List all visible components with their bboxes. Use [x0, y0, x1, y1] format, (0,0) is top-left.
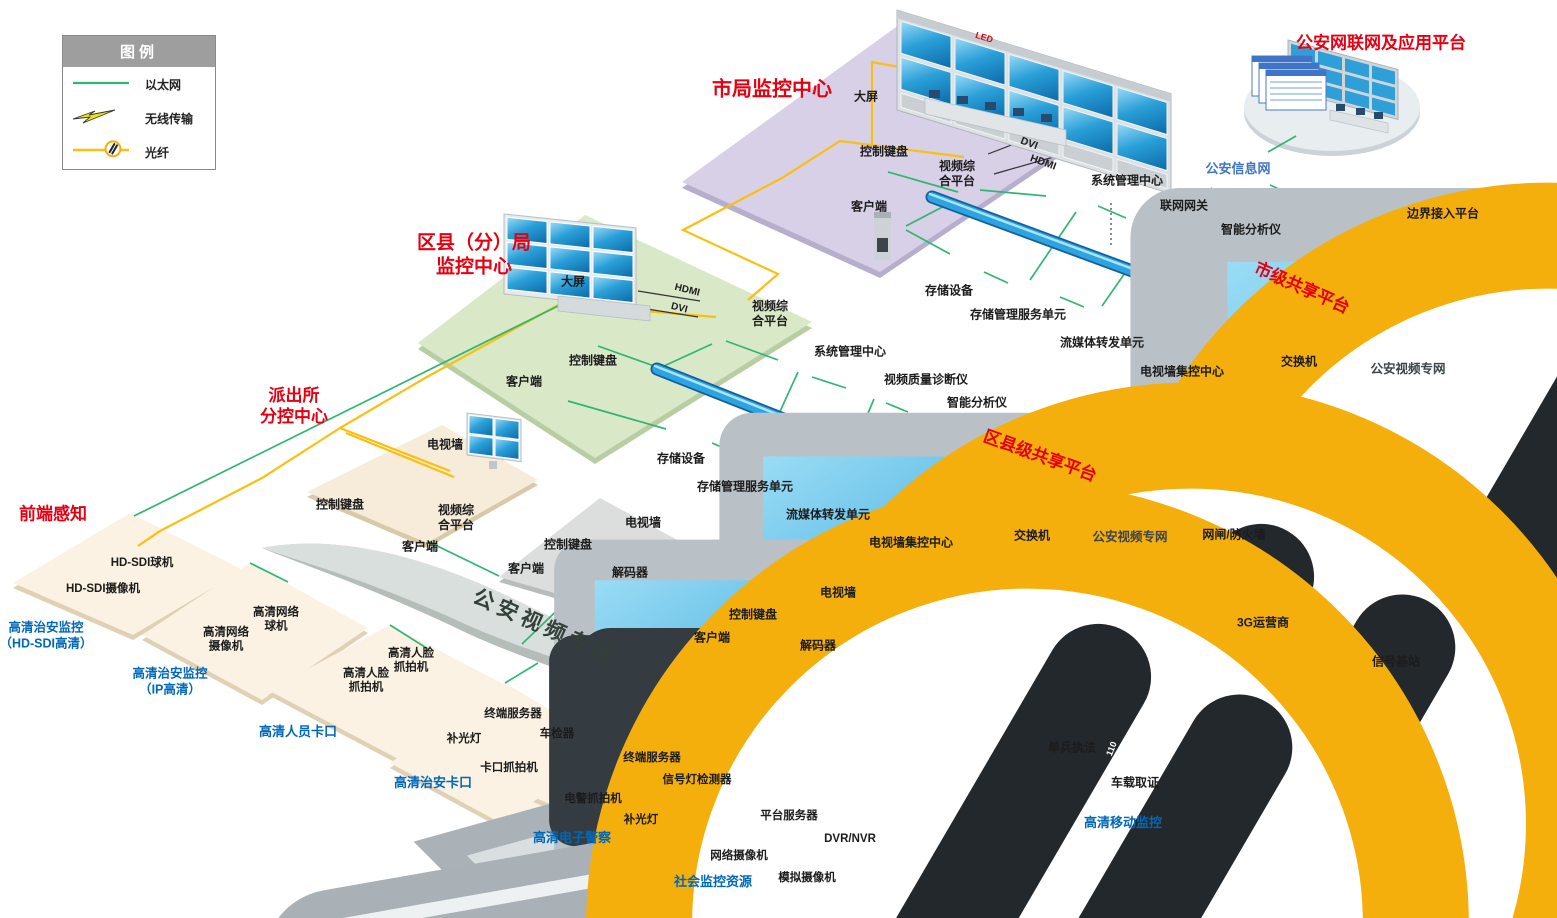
- legend-row-ethernet: 以太网: [63, 67, 215, 101]
- fiber-coil-icon-3: [639, 536, 1416, 918]
- legend-row-fiber: 光纤: [63, 135, 215, 169]
- city-operator-desks: [924, 90, 1067, 147]
- app-windows: [1251, 55, 1327, 111]
- legend-row-wireless: 无线传输: [63, 101, 215, 135]
- platform-ip: [142, 563, 368, 700]
- platform-sdi: [13, 513, 243, 635]
- city-client-workstation: [874, 188, 1557, 918]
- station-tv-wall: [466, 412, 522, 469]
- wireless-bolt-icon: [71, 107, 135, 130]
- legend-fiber-label: 光纤: [145, 145, 170, 160]
- legend: 图例 以太网 无线传输 光纤: [62, 35, 216, 170]
- district-video-wall: [503, 213, 651, 322]
- fiber-line-icon: [71, 139, 135, 166]
- ethernet-line-icon: [71, 75, 135, 93]
- gov-platform-content: [1251, 39, 1399, 134]
- legend-wireless-label: 无线传输: [145, 111, 194, 126]
- legend-title: 图例: [63, 36, 215, 67]
- legend-ethernet-label: 以太网: [145, 77, 182, 92]
